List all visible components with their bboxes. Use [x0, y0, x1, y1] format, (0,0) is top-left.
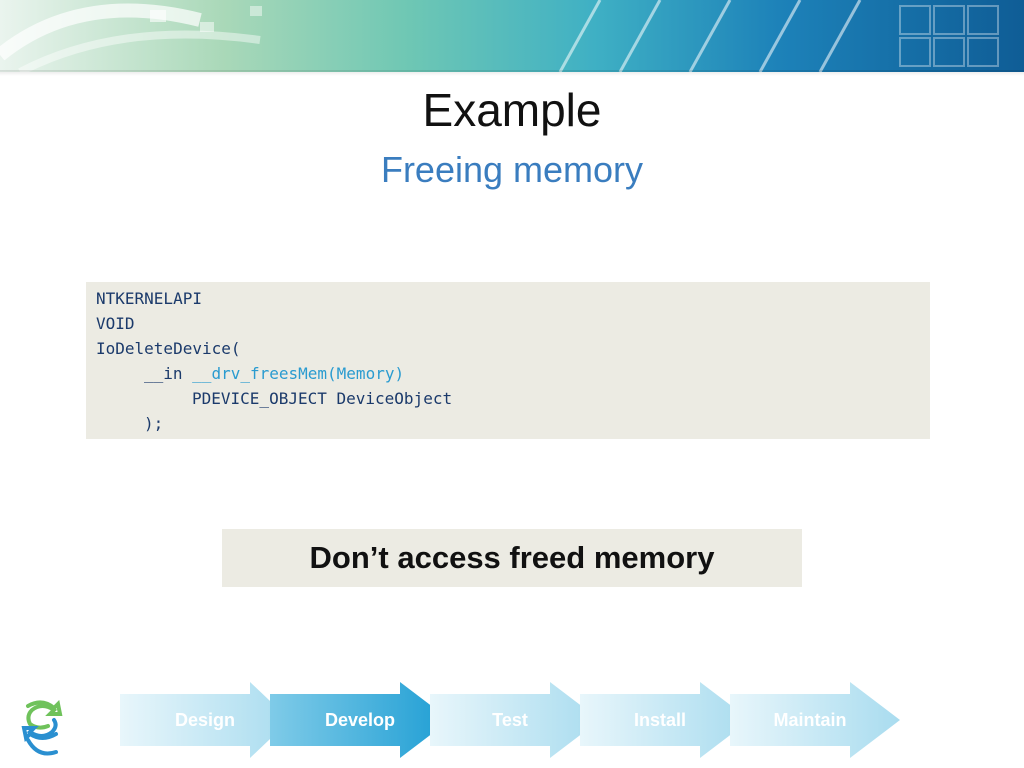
callout-box: Don’t access freed memory	[222, 529, 802, 587]
arrow-develop	[270, 682, 450, 758]
step-design: Design	[174, 710, 235, 730]
arrow-test	[430, 682, 600, 758]
process-flow: Design Develop Test Install Maintain	[120, 680, 910, 760]
banner-shadow	[0, 70, 1024, 76]
arrow-install	[580, 682, 750, 758]
slide-subtitle: Freeing memory	[380, 149, 644, 190]
code-line: NTKERNELAPI	[96, 289, 202, 308]
step-develop: Develop	[324, 710, 396, 730]
code-line: );	[144, 414, 164, 433]
code-line: IoDeleteDevice(	[96, 339, 241, 358]
step-install: Install	[633, 710, 686, 730]
header-banner	[0, 0, 1024, 72]
code-line: PDEVICE_OBJECT DeviceObject	[192, 389, 453, 408]
code-param-direction: __in	[144, 364, 193, 383]
logo-icon	[21, 700, 63, 756]
step-test: Test	[492, 710, 528, 730]
code-block: NTKERNELAPI VOID IoDeleteDevice( __in __…	[86, 282, 930, 439]
slide-title: Example	[422, 84, 602, 136]
code-annotation: __drv_freesMem(Memory)	[192, 364, 405, 383]
arrow-design	[120, 682, 290, 758]
callout-text: Don’t access freed memory	[309, 540, 715, 575]
banner-decoration	[0, 0, 999, 72]
process-arrows	[120, 682, 900, 758]
code-line: __in __drv_freesMem(Memory)	[96, 361, 920, 386]
arrow-maintain	[730, 682, 900, 758]
step-maintain: Maintain	[773, 710, 847, 730]
code-line: VOID	[96, 314, 135, 333]
